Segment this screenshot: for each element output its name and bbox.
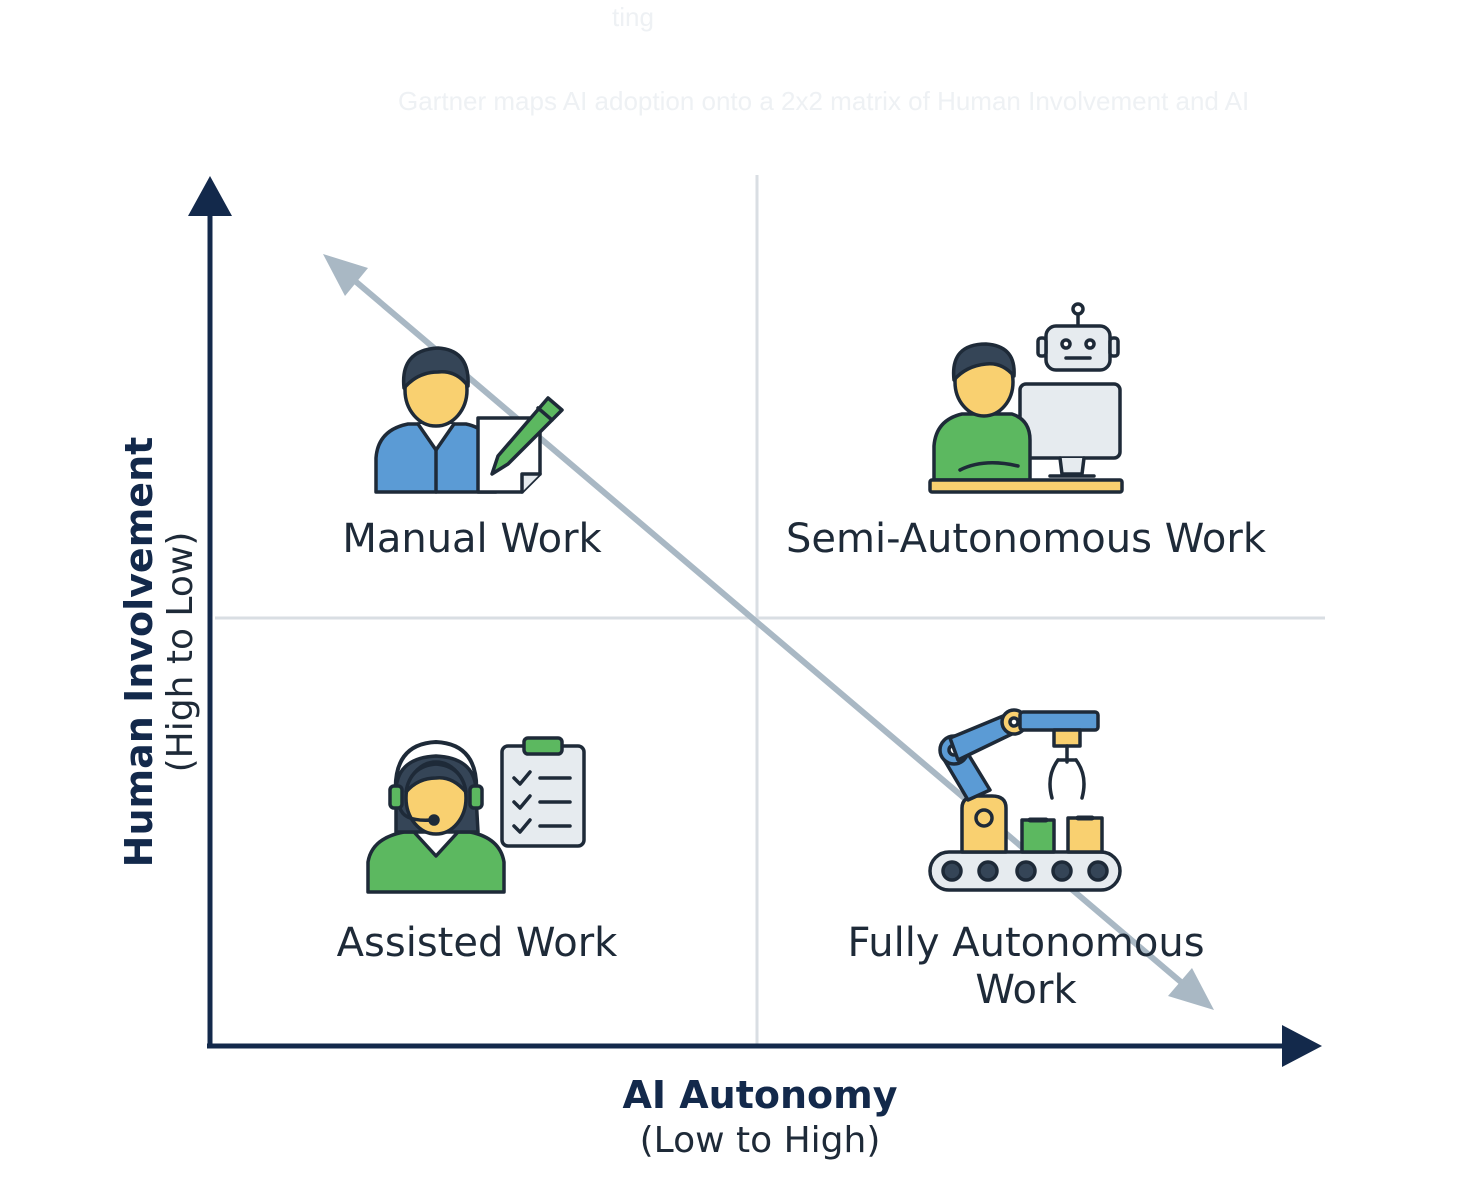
y-axis-subtitle: (High to Low) bbox=[160, 531, 201, 773]
x-axis-label: AI Autonomy (Low to High) bbox=[510, 1072, 1010, 1164]
y-axis-arrow bbox=[188, 176, 232, 1048]
y-axis-title: Human Involvement bbox=[117, 436, 161, 868]
quadrant-label-manual-work: Manual Work bbox=[342, 516, 602, 562]
x-axis-subtitle: (Low to High) bbox=[639, 1120, 881, 1161]
faded-header-text: ting bbox=[612, 2, 654, 32]
quadrant-label-fully-autonomous-line2: Work bbox=[975, 967, 1077, 1013]
quadrant-label-semi-autonomous-work: Semi-Autonomous Work bbox=[786, 516, 1266, 562]
x-axis-arrow bbox=[207, 1025, 1322, 1067]
x-axis-title: AI Autonomy bbox=[622, 1073, 898, 1117]
person-writing-icon bbox=[374, 346, 564, 494]
faded-subtitle-text: Gartner maps AI adoption onto a 2x2 matr… bbox=[398, 86, 1250, 116]
quadrant-label-fully-autonomous-work: Fully Autonomous Work bbox=[847, 920, 1204, 1014]
y-axis-label: Human Involvement (High to Low) bbox=[117, 402, 202, 902]
quadrant-label-assisted-work: Assisted Work bbox=[336, 920, 618, 966]
person-with-robot-computer-icon bbox=[928, 302, 1124, 494]
quadrant-label-fully-autonomous-line1: Fully Autonomous bbox=[847, 920, 1205, 966]
robotic-arm-conveyor-icon bbox=[928, 708, 1122, 892]
headset-agent-checklist-icon bbox=[366, 736, 586, 894]
